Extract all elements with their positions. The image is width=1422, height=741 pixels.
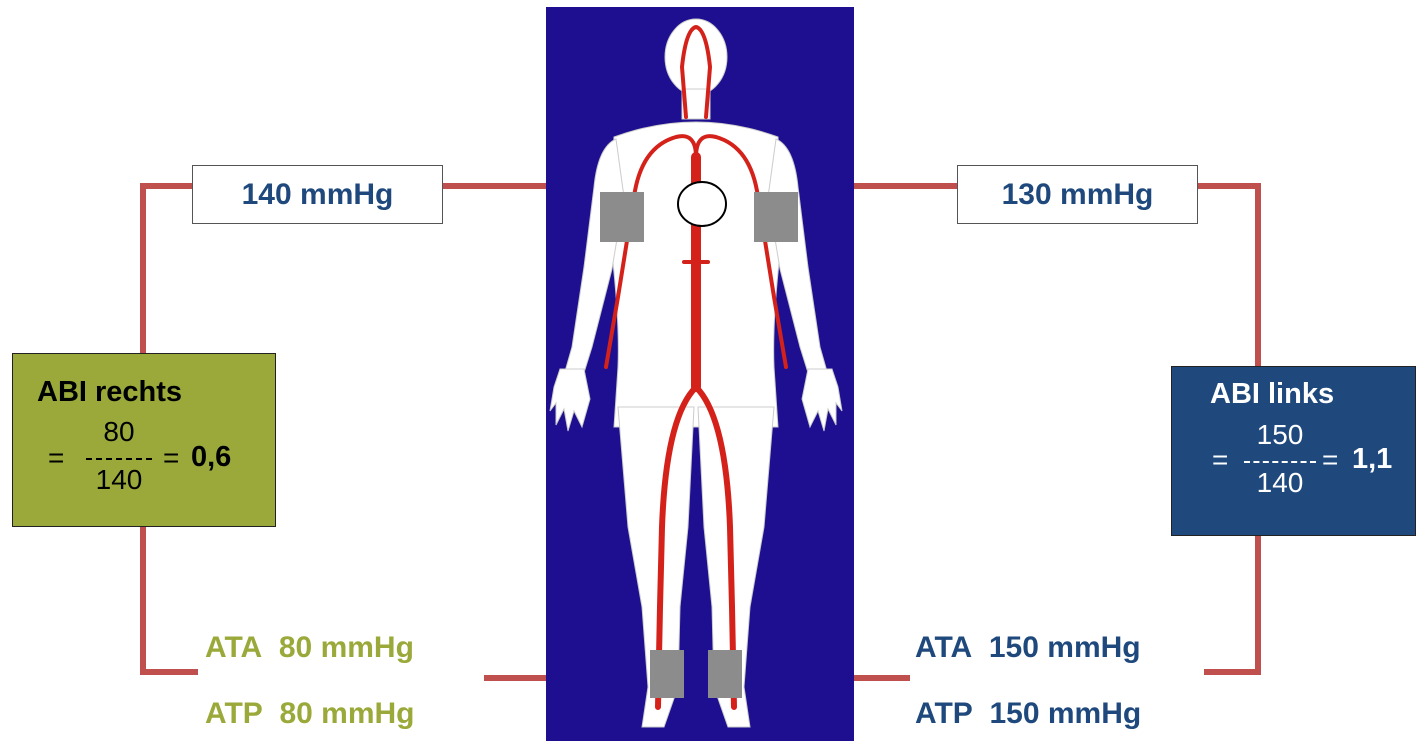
atp-value: 80 mmHg — [279, 697, 414, 731]
body-illustration — [546, 7, 854, 741]
abi-left-equals-2: = — [1322, 444, 1338, 476]
arm-pressure-right: 140 mmHg — [192, 165, 443, 224]
heart-icon — [678, 182, 726, 226]
ankle-right-atp: ATP 80 mmHg — [205, 697, 415, 731]
abi-right-equals-2: = — [163, 442, 179, 474]
connector-right-top — [1198, 183, 1261, 189]
arm-cuff-left — [754, 192, 798, 242]
connector-left-bottom — [140, 669, 198, 675]
connector-left-top — [140, 183, 192, 189]
connector-right-bottom — [1204, 669, 1261, 675]
abi-right-equals: = — [48, 442, 64, 474]
ankle-right-ata: ATA 80 mmHg — [205, 631, 414, 665]
atp-label: ATP — [915, 697, 973, 731]
ankle-cuff-left — [708, 650, 742, 698]
atp-value: 150 mmHg — [989, 697, 1141, 731]
abi-right-box: ABI rechts = 80 140 = 0,6 — [12, 353, 276, 527]
abi-left-box: ABI links = 150 140 = 1,1 — [1171, 366, 1416, 536]
connector-right-arm — [854, 183, 957, 189]
connector-right-ankle — [854, 675, 910, 681]
abi-right-numerator: 80 — [86, 416, 152, 448]
abi-left-equals: = — [1212, 444, 1228, 476]
fraction-bar — [86, 458, 152, 460]
ankle-left-ata: ATA 150 mmHg — [915, 631, 1141, 665]
abi-left-fraction: 150 140 — [1244, 419, 1316, 505]
abi-left-numerator: 150 — [1244, 419, 1316, 451]
fraction-bar — [1244, 461, 1316, 463]
arm-cuff-right — [600, 192, 644, 242]
ata-label: ATA — [205, 631, 262, 665]
ata-value: 150 mmHg — [989, 631, 1141, 665]
abi-right-result: 0,6 — [191, 441, 231, 474]
ankle-left-atp: ATP 150 mmHg — [915, 697, 1141, 731]
abi-right-title: ABI rechts — [37, 376, 182, 409]
abi-right-fraction: 80 140 — [86, 416, 152, 502]
atp-label: ATP — [205, 697, 263, 731]
connector-left-ankle — [484, 675, 546, 681]
abi-left-denominator: 140 — [1244, 467, 1316, 499]
abi-left-title: ABI links — [1210, 378, 1334, 411]
ata-value: 80 mmHg — [279, 631, 414, 665]
ankle-cuff-right — [650, 650, 684, 698]
abi-right-denominator: 140 — [86, 464, 152, 496]
arm-pressure-left: 130 mmHg — [957, 165, 1198, 224]
connector-left-arm — [443, 183, 546, 189]
abi-left-result: 1,1 — [1352, 443, 1392, 476]
ata-label: ATA — [915, 631, 972, 665]
